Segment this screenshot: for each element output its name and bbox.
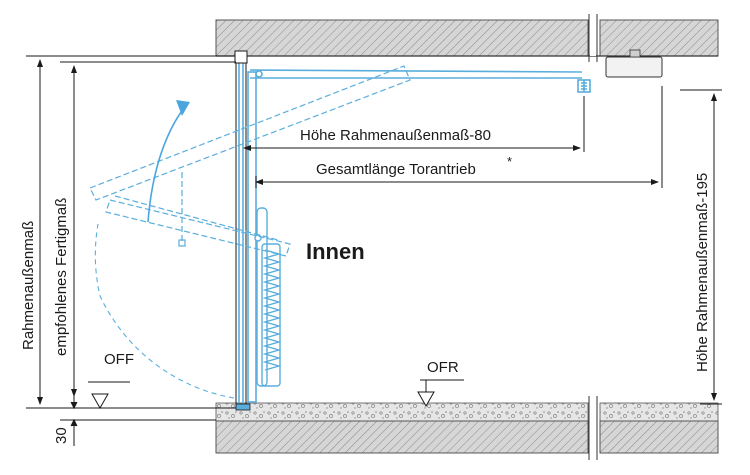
label-off: OFF [104, 351, 134, 368]
floor [215, 396, 719, 460]
dim-rahmenaussenmass [26, 55, 236, 409]
ceiling [215, 14, 719, 62]
label-dim-30: 30 [53, 427, 70, 444]
drive-motor [605, 49, 663, 78]
level-triangle-icon-ofr [417, 379, 464, 408]
label-hoehe-rahmen-80: Höhe Rahmenaußenmaß-80 [300, 127, 491, 144]
drive-rail [249, 69, 591, 93]
label-ofr: OFR [427, 359, 459, 376]
dim-horizontal [243, 96, 659, 188]
dim-hoehe-195 [661, 86, 722, 405]
label-innen: Innen [306, 239, 365, 264]
spring-assembly [254, 207, 282, 387]
label-gesamtlaenge-mark: * [507, 154, 512, 169]
dim-30 [60, 396, 216, 446]
curved-arrow-icon [147, 100, 190, 223]
label-hoehe-rahmen-195: Höhe Rahmenaußenmaß-195 [694, 173, 711, 372]
level-triangle-icon [84, 381, 236, 410]
label-empfohlenes: empfohlenes Fertigmaß [53, 198, 70, 356]
motion-arc [94, 223, 235, 399]
label-rahmenaussenmass: Rahmenaußenmaß [20, 221, 37, 350]
label-gesamtlaenge: Gesamtlänge Torantrieb [316, 161, 476, 178]
door-frame [234, 50, 257, 411]
door-open-positions [89, 65, 411, 257]
